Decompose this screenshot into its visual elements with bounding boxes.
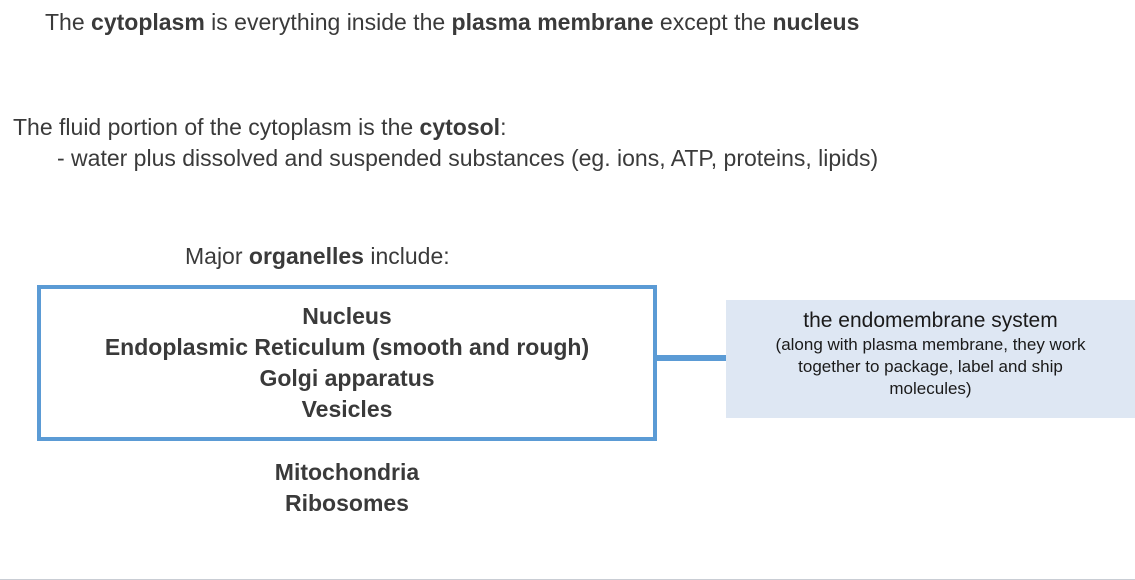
intro-sentence: The cytoplasm is everything inside the p…: [45, 7, 859, 37]
major-organelles-heading: Major organelles include:: [185, 241, 450, 271]
connector-line-icon: [653, 355, 728, 361]
intro-text-part-1: The: [45, 9, 92, 35]
intro-term-cytoplasm: cytoplasm: [91, 9, 205, 35]
organelle-item: Endoplasmic Reticulum (smooth and rough): [104, 334, 590, 360]
callout-detail-line: (along with plasma membrane, they work: [775, 335, 1086, 354]
organelle-item: Vesicles: [301, 396, 393, 422]
organelle-item: Mitochondria: [274, 459, 420, 485]
other-organelles-list: Mitochondria Ribosomes: [37, 457, 657, 519]
cytosol-sentence: The fluid portion of the cytoplasm is th…: [13, 112, 506, 142]
endomembrane-organelle-box: Nucleus Endoplasmic Reticulum (smooth an…: [37, 285, 657, 441]
organelle-item: Ribosomes: [285, 490, 409, 516]
organelle-item: Golgi apparatus: [259, 365, 435, 391]
endomembrane-callout-box: the endomembrane system (along with plas…: [726, 300, 1135, 418]
organelle-item: Nucleus: [302, 303, 392, 329]
major-term-organelles: organelles: [248, 243, 364, 269]
cytosol-sub-bullet: - water plus dissolved and suspended sub…: [57, 145, 879, 171]
callout-detail-line: molecules): [889, 379, 972, 398]
intro-text-part-2: is everything inside the: [204, 9, 452, 35]
intro-term-nucleus: nucleus: [772, 9, 860, 35]
intro-text-part-3: except the: [653, 9, 773, 35]
cytosol-text-part-1: The fluid portion of the cytoplasm is th…: [13, 114, 420, 140]
cytosol-text-part-2: :: [500, 114, 507, 140]
cytosol-term: cytosol: [419, 114, 501, 140]
callout-title: the endomembrane system: [803, 309, 1058, 332]
major-text-part-2: include:: [363, 243, 450, 269]
intro-term-plasma-membrane: plasma membrane: [451, 9, 654, 35]
callout-detail-line: together to package, label and ship: [798, 357, 1063, 376]
major-text-part-1: Major: [185, 243, 249, 269]
